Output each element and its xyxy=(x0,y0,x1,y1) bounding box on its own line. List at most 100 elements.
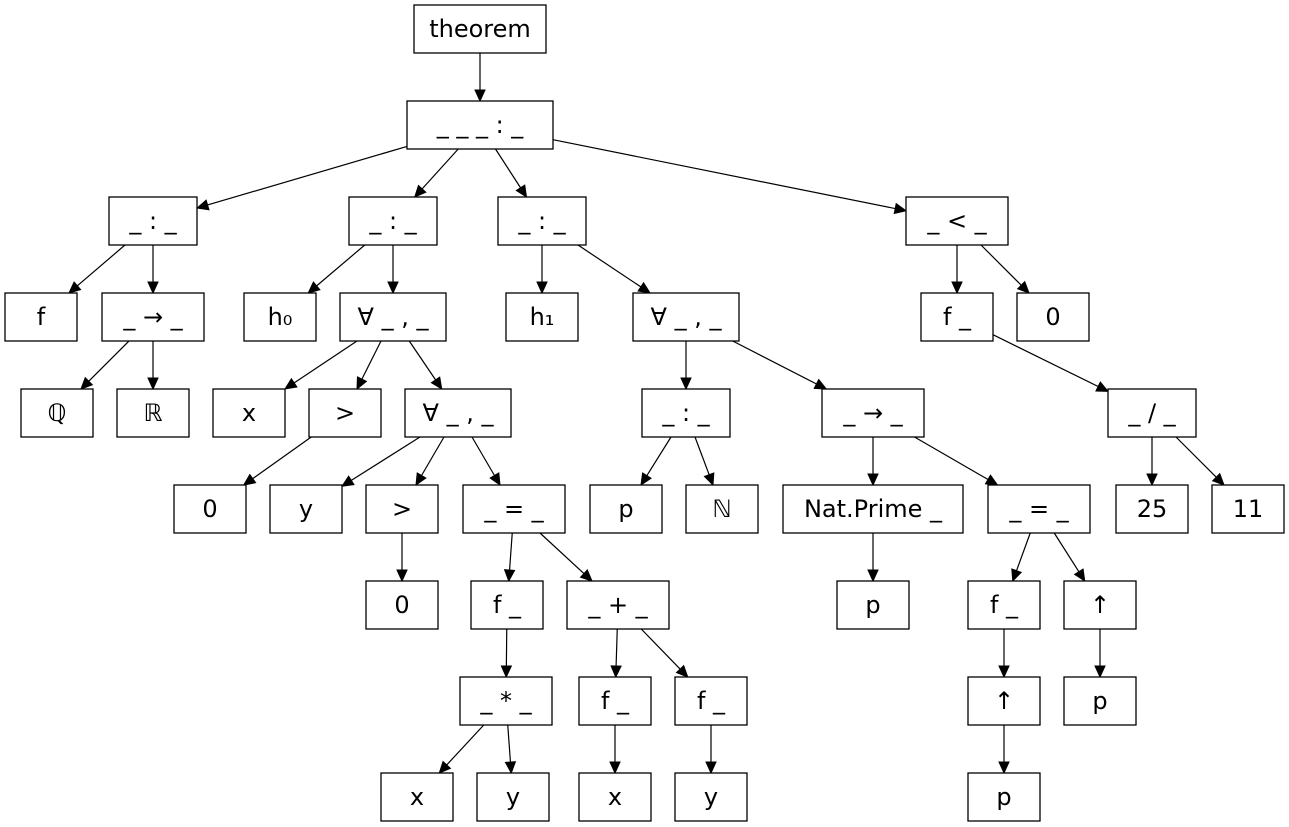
arrow-head-icon xyxy=(340,475,355,487)
node-box xyxy=(632,292,740,342)
edge-line xyxy=(471,436,495,476)
edge-up2-to-p4 xyxy=(998,725,1010,775)
node-f: f xyxy=(4,292,78,342)
arrow-head-icon xyxy=(1094,665,1106,679)
node-label: f _ xyxy=(990,591,1019,619)
edge-plus-to-fb xyxy=(640,628,689,678)
edge-arr2-to-prime xyxy=(867,437,879,487)
node-box xyxy=(987,484,1091,534)
edge-line xyxy=(539,532,585,574)
node-box xyxy=(20,388,94,438)
node-zero_b: 0 xyxy=(173,484,247,534)
edge-line xyxy=(207,145,408,206)
arrow-head-icon xyxy=(705,761,717,775)
edge-c2-to-h0 xyxy=(307,244,366,294)
edge-forall2-to-gt2 xyxy=(415,436,445,487)
edge-forall1-to-gt1 xyxy=(356,340,382,391)
edge-c1-to-arr1 xyxy=(147,245,159,295)
edge-line xyxy=(446,724,485,766)
node-box xyxy=(212,388,286,438)
node-label: f _ xyxy=(697,687,726,715)
node-label: _ * _ xyxy=(479,687,532,715)
node-p2: p xyxy=(836,580,910,630)
node-box xyxy=(641,388,731,438)
edge-eq2-to-fy xyxy=(1011,532,1031,583)
arrow-head-icon xyxy=(147,281,159,295)
arrow-head-icon xyxy=(703,472,715,487)
node-box xyxy=(462,484,566,534)
edge-line xyxy=(421,436,445,476)
node-label: h₁ xyxy=(530,303,555,331)
edge-arr1-to-Q xyxy=(80,340,130,390)
edge-fx-to-mul xyxy=(500,628,513,679)
edges-layer xyxy=(68,53,1225,775)
edge-line xyxy=(252,436,312,480)
edge-theorem-to-root xyxy=(474,53,486,103)
node-box xyxy=(497,196,587,246)
node-label: p xyxy=(865,591,880,619)
edge-line xyxy=(646,436,672,476)
arrow-head-icon xyxy=(998,665,1010,679)
edge-c3-to-forall3 xyxy=(577,244,652,294)
node-gt1: > xyxy=(308,388,382,438)
node-box xyxy=(1063,580,1137,630)
edge-c3-to-h1 xyxy=(536,245,548,295)
node-h1: h₁ xyxy=(505,292,579,342)
arrow-head-icon xyxy=(387,281,399,295)
node-label: f _ xyxy=(493,591,522,619)
node-p1: p xyxy=(589,484,663,534)
arrow-head-icon xyxy=(307,281,321,294)
node-box xyxy=(173,484,247,534)
node-label: 0 xyxy=(202,495,217,523)
arrow-head-icon xyxy=(640,472,652,487)
edge-forall1-to-forall2 xyxy=(408,340,443,391)
node-h0: h₀ xyxy=(243,292,317,342)
node-box xyxy=(413,4,547,54)
edge-line xyxy=(732,340,817,385)
arrow-head-icon xyxy=(680,377,692,391)
node-eq1: _ = _ xyxy=(462,484,566,534)
node-label: _ = _ xyxy=(1008,495,1069,523)
node-label: 0 xyxy=(394,591,409,619)
edge-c4-to-p1 xyxy=(640,436,672,487)
node-fa: f _ xyxy=(578,676,652,726)
node-N: ℕ xyxy=(685,484,759,534)
node-label: _ : _ xyxy=(128,207,177,235)
node-label: > xyxy=(392,495,412,523)
node-box xyxy=(459,676,553,726)
node-box xyxy=(578,772,652,822)
edge-arr1-to-R xyxy=(147,341,159,391)
node-label: x xyxy=(608,783,622,811)
node-forall3: ∀ _ , _ xyxy=(632,292,740,342)
node-box xyxy=(116,388,190,438)
edge-line xyxy=(421,148,459,190)
edge-line xyxy=(1053,532,1080,573)
node-up2: ↑ xyxy=(967,676,1041,726)
edge-fa-to-x3 xyxy=(609,725,621,775)
arrow-head-icon xyxy=(438,760,452,774)
node-label: ∀ _ , _ xyxy=(651,303,723,331)
node-box xyxy=(404,388,512,438)
node-forall1: ∀ _ , _ xyxy=(339,292,447,342)
node-box xyxy=(1063,676,1137,726)
arrow-head-icon xyxy=(489,472,501,487)
node-up1: ↑ xyxy=(1063,580,1137,630)
node-y2: y xyxy=(476,772,550,822)
node-c4: _ : _ xyxy=(641,388,731,438)
node-box xyxy=(1016,292,1090,342)
node-box xyxy=(269,484,343,534)
node-box xyxy=(578,676,652,726)
arrow-head-icon xyxy=(68,281,82,294)
node-box xyxy=(821,388,925,438)
node-label: x xyxy=(242,399,256,427)
edge-forall3-to-arr2 xyxy=(732,340,828,390)
node-label: ℝ xyxy=(143,399,162,427)
edge-eq1-to-plus xyxy=(539,532,593,582)
edge-line xyxy=(507,724,512,763)
node-label: f xyxy=(37,303,46,331)
node-R: ℝ xyxy=(116,388,190,438)
arrow-head-icon xyxy=(503,569,516,583)
arrow-head-icon xyxy=(356,376,368,391)
node-label: y xyxy=(299,495,313,523)
edge-line xyxy=(914,436,989,481)
